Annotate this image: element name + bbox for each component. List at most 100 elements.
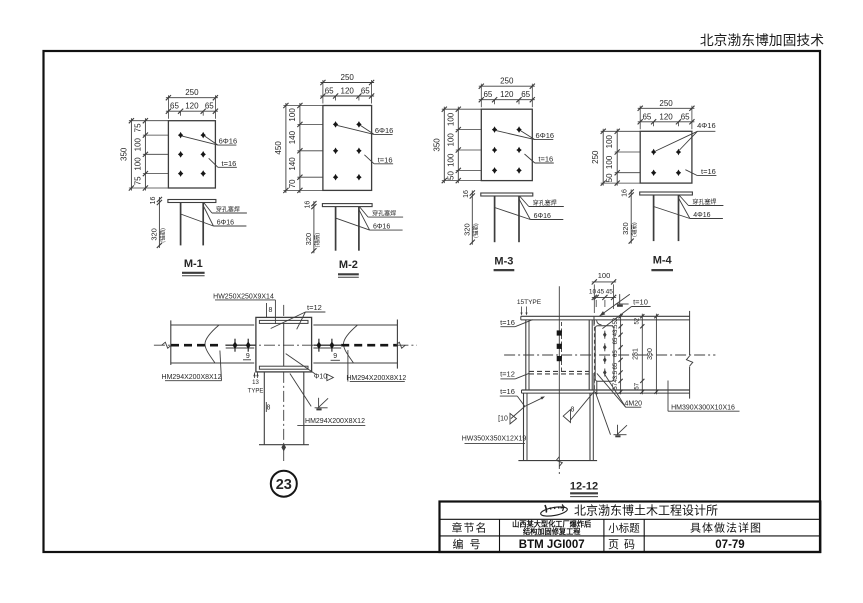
svg-text:52: 52 <box>613 317 619 324</box>
svg-text:8: 8 <box>269 307 273 314</box>
svg-text:16: 16 <box>463 190 470 198</box>
svg-text:HM294X200X8X12: HM294X200X8X12 <box>346 375 406 382</box>
svg-text:8: 8 <box>571 407 575 414</box>
svg-text:8: 8 <box>267 405 271 412</box>
svg-text:52: 52 <box>634 317 640 324</box>
svg-text:120: 120 <box>185 102 199 111</box>
svg-text:M-3: M-3 <box>494 256 513 268</box>
svg-text:320: 320 <box>621 222 630 235</box>
svg-text:Φ10: Φ10 <box>314 373 327 380</box>
svg-text:45: 45 <box>597 289 605 296</box>
svg-text:TYPE: TYPE <box>248 389 264 395</box>
svg-text:100: 100 <box>605 155 614 169</box>
svg-text:100: 100 <box>133 137 142 151</box>
svg-text:6Φ16: 6Φ16 <box>534 213 551 220</box>
svg-text:6Φ16: 6Φ16 <box>219 137 238 146</box>
svg-text:75: 75 <box>133 123 142 132</box>
svg-text:320: 320 <box>462 223 471 236</box>
svg-text:t=12: t=12 <box>307 303 322 312</box>
svg-text:65: 65 <box>681 112 690 121</box>
svg-text:65: 65 <box>325 87 334 96</box>
svg-text:(锚筋): (锚筋) <box>471 223 479 238</box>
svg-text:6Φ16: 6Φ16 <box>373 224 390 231</box>
svg-text:[10: [10 <box>498 416 508 423</box>
svg-text:穿孔塞焊: 穿孔塞焊 <box>533 199 557 207</box>
svg-text:13: 13 <box>252 380 259 386</box>
svg-text:450: 450 <box>274 141 283 155</box>
svg-text:10: 10 <box>589 289 597 296</box>
svg-text:小标题: 小标题 <box>608 523 640 535</box>
svg-text:北京渤东博加固技术: 北京渤东博加固技术 <box>700 32 824 48</box>
svg-text:t=16: t=16 <box>378 155 393 164</box>
svg-text:57: 57 <box>613 382 619 389</box>
svg-text:M-4: M-4 <box>653 255 673 267</box>
svg-text:穿孔塞焊: 穿孔塞焊 <box>692 198 716 206</box>
svg-text:具体做法详图: 具体做法详图 <box>690 521 762 535</box>
svg-text:23: 23 <box>276 477 292 493</box>
svg-text:M-1: M-1 <box>184 258 203 270</box>
svg-text:16: 16 <box>304 201 311 209</box>
svg-text:65: 65 <box>170 102 179 111</box>
svg-text:6Φ16: 6Φ16 <box>217 220 234 227</box>
svg-text:100: 100 <box>288 108 297 122</box>
svg-text:75: 75 <box>133 176 142 185</box>
svg-text:100: 100 <box>133 157 142 171</box>
svg-text:120: 120 <box>500 90 514 99</box>
svg-text:9: 9 <box>246 353 250 360</box>
svg-text:t=16: t=16 <box>500 387 515 396</box>
svg-text:16: 16 <box>150 197 157 205</box>
svg-text:57: 57 <box>634 382 640 389</box>
svg-text:281: 281 <box>633 348 640 360</box>
svg-text:45: 45 <box>606 289 614 296</box>
svg-text:BTM JGI007: BTM JGI007 <box>519 539 585 551</box>
svg-text:50: 50 <box>446 171 455 180</box>
svg-text:250: 250 <box>500 77 514 86</box>
svg-text:100: 100 <box>446 112 455 126</box>
svg-text:65: 65 <box>613 362 619 369</box>
svg-text:15TYPE: 15TYPE <box>517 299 542 306</box>
svg-text:390: 390 <box>647 348 654 360</box>
svg-text:北京渤东博土木工程设计所: 北京渤东博土木工程设计所 <box>574 503 718 518</box>
svg-text:120: 120 <box>659 112 673 121</box>
svg-text:HM294X200X8X12: HM294X200X8X12 <box>162 374 222 381</box>
svg-text:结构加固修复工程: 结构加固修复工程 <box>522 527 581 536</box>
svg-text:HM390X300X10X16: HM390X300X10X16 <box>671 404 735 411</box>
svg-text:6Φ16: 6Φ16 <box>375 126 394 135</box>
svg-text:350: 350 <box>432 138 441 152</box>
svg-text:350: 350 <box>119 147 128 161</box>
svg-text:250: 250 <box>591 150 600 164</box>
svg-text:M-2: M-2 <box>339 259 358 271</box>
svg-text:100: 100 <box>446 153 455 167</box>
svg-text:100: 100 <box>446 133 455 147</box>
svg-text:t=16: t=16 <box>221 159 236 168</box>
svg-text:50: 50 <box>605 173 614 182</box>
svg-text:65: 65 <box>613 350 619 357</box>
svg-text:t=12: t=12 <box>500 370 515 379</box>
svg-text:(锚筋): (锚筋) <box>630 222 638 237</box>
svg-text:140: 140 <box>288 130 297 144</box>
svg-text:4Φ16: 4Φ16 <box>697 121 716 130</box>
svg-text:70: 70 <box>288 179 297 188</box>
svg-text:250: 250 <box>659 99 673 108</box>
svg-text:65: 65 <box>483 90 492 99</box>
svg-text:250: 250 <box>185 88 199 97</box>
svg-text:t=16: t=16 <box>538 155 553 164</box>
svg-text:页码: 页码 <box>608 538 640 551</box>
svg-text:65: 65 <box>361 87 370 96</box>
svg-text:100: 100 <box>605 134 614 148</box>
svg-text:HW250X250X9X14: HW250X250X9X14 <box>213 293 274 300</box>
svg-text:16: 16 <box>622 189 629 197</box>
svg-text:320: 320 <box>149 228 158 241</box>
svg-text:t=16: t=16 <box>701 167 716 176</box>
svg-text:07-79: 07-79 <box>715 539 744 551</box>
svg-text:12-12: 12-12 <box>570 481 598 493</box>
svg-text:山西某大型化工厂爆炸后: 山西某大型化工厂爆炸后 <box>512 520 591 529</box>
svg-text:9: 9 <box>333 353 337 360</box>
svg-text:编号: 编号 <box>453 537 487 551</box>
svg-text:6Φ16: 6Φ16 <box>536 131 555 140</box>
svg-text:65: 65 <box>205 102 214 111</box>
svg-text:320: 320 <box>304 233 313 246</box>
svg-text:(锚筋): (锚筋) <box>158 228 166 243</box>
svg-text:140: 140 <box>288 157 297 171</box>
svg-text:65: 65 <box>613 337 619 344</box>
